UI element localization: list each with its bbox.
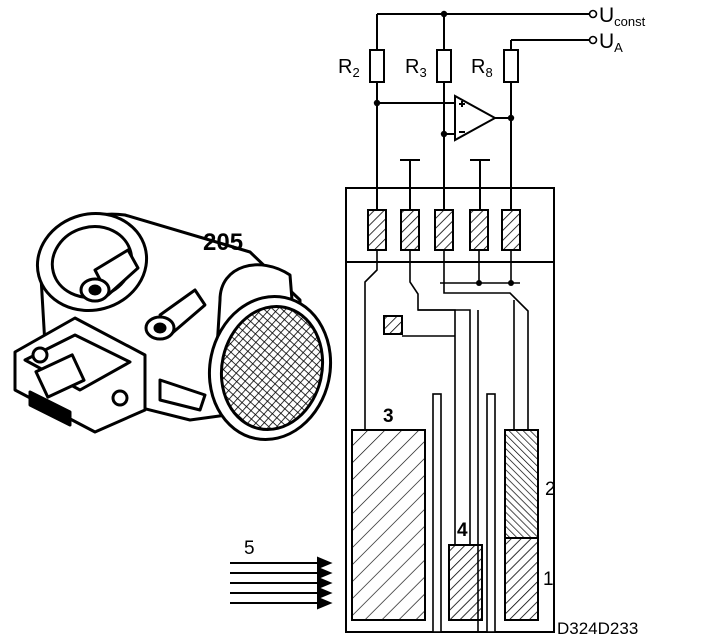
element-2-sensor (504, 429, 539, 539)
sensor-substrate (345, 187, 555, 633)
svg-text:R2: R2 (338, 56, 360, 80)
resistor-r2: R2 (338, 49, 385, 83)
u-const-label: Uconst (599, 4, 646, 29)
terminal-u-a (588, 35, 598, 45)
contact-pad-3 (434, 209, 454, 251)
element-4-temp-sensor (448, 544, 483, 621)
circuit-junctions (373, 10, 515, 138)
substrate-traces (364, 250, 529, 632)
airflow-arrows (230, 556, 333, 610)
figure-code: D324D233 (557, 619, 638, 638)
svg-text:R3: R3 (405, 56, 427, 80)
trace-junctions (476, 280, 514, 286)
contact-pad-2 (400, 209, 420, 251)
element-3-heater (351, 429, 426, 621)
u-a-label: UA (599, 30, 623, 55)
resistor-r8: R8 (471, 49, 519, 83)
label-2: 2 (545, 479, 556, 500)
label-3: 3 (383, 406, 394, 427)
small-heater-pad (383, 315, 403, 335)
label-4: 4 (457, 520, 468, 541)
sensor-label: 205 (203, 229, 243, 256)
resistor-r3: R3 (405, 49, 452, 83)
air-mass-meter-illustration (13, 211, 333, 442)
op-amp (454, 94, 498, 142)
contact-pad-1 (367, 209, 387, 251)
svg-text:R8: R8 (471, 56, 493, 80)
isolation-slots (432, 393, 496, 633)
terminal-u-const (588, 9, 598, 19)
contact-pad-5 (501, 209, 521, 251)
contact-pads (367, 209, 521, 251)
element-1-sensor (504, 537, 539, 621)
airflow-label: 5 (244, 538, 255, 559)
contact-pad-4 (469, 209, 489, 251)
label-1: 1 (543, 569, 554, 590)
meter-outlet-mesh (219, 304, 325, 432)
